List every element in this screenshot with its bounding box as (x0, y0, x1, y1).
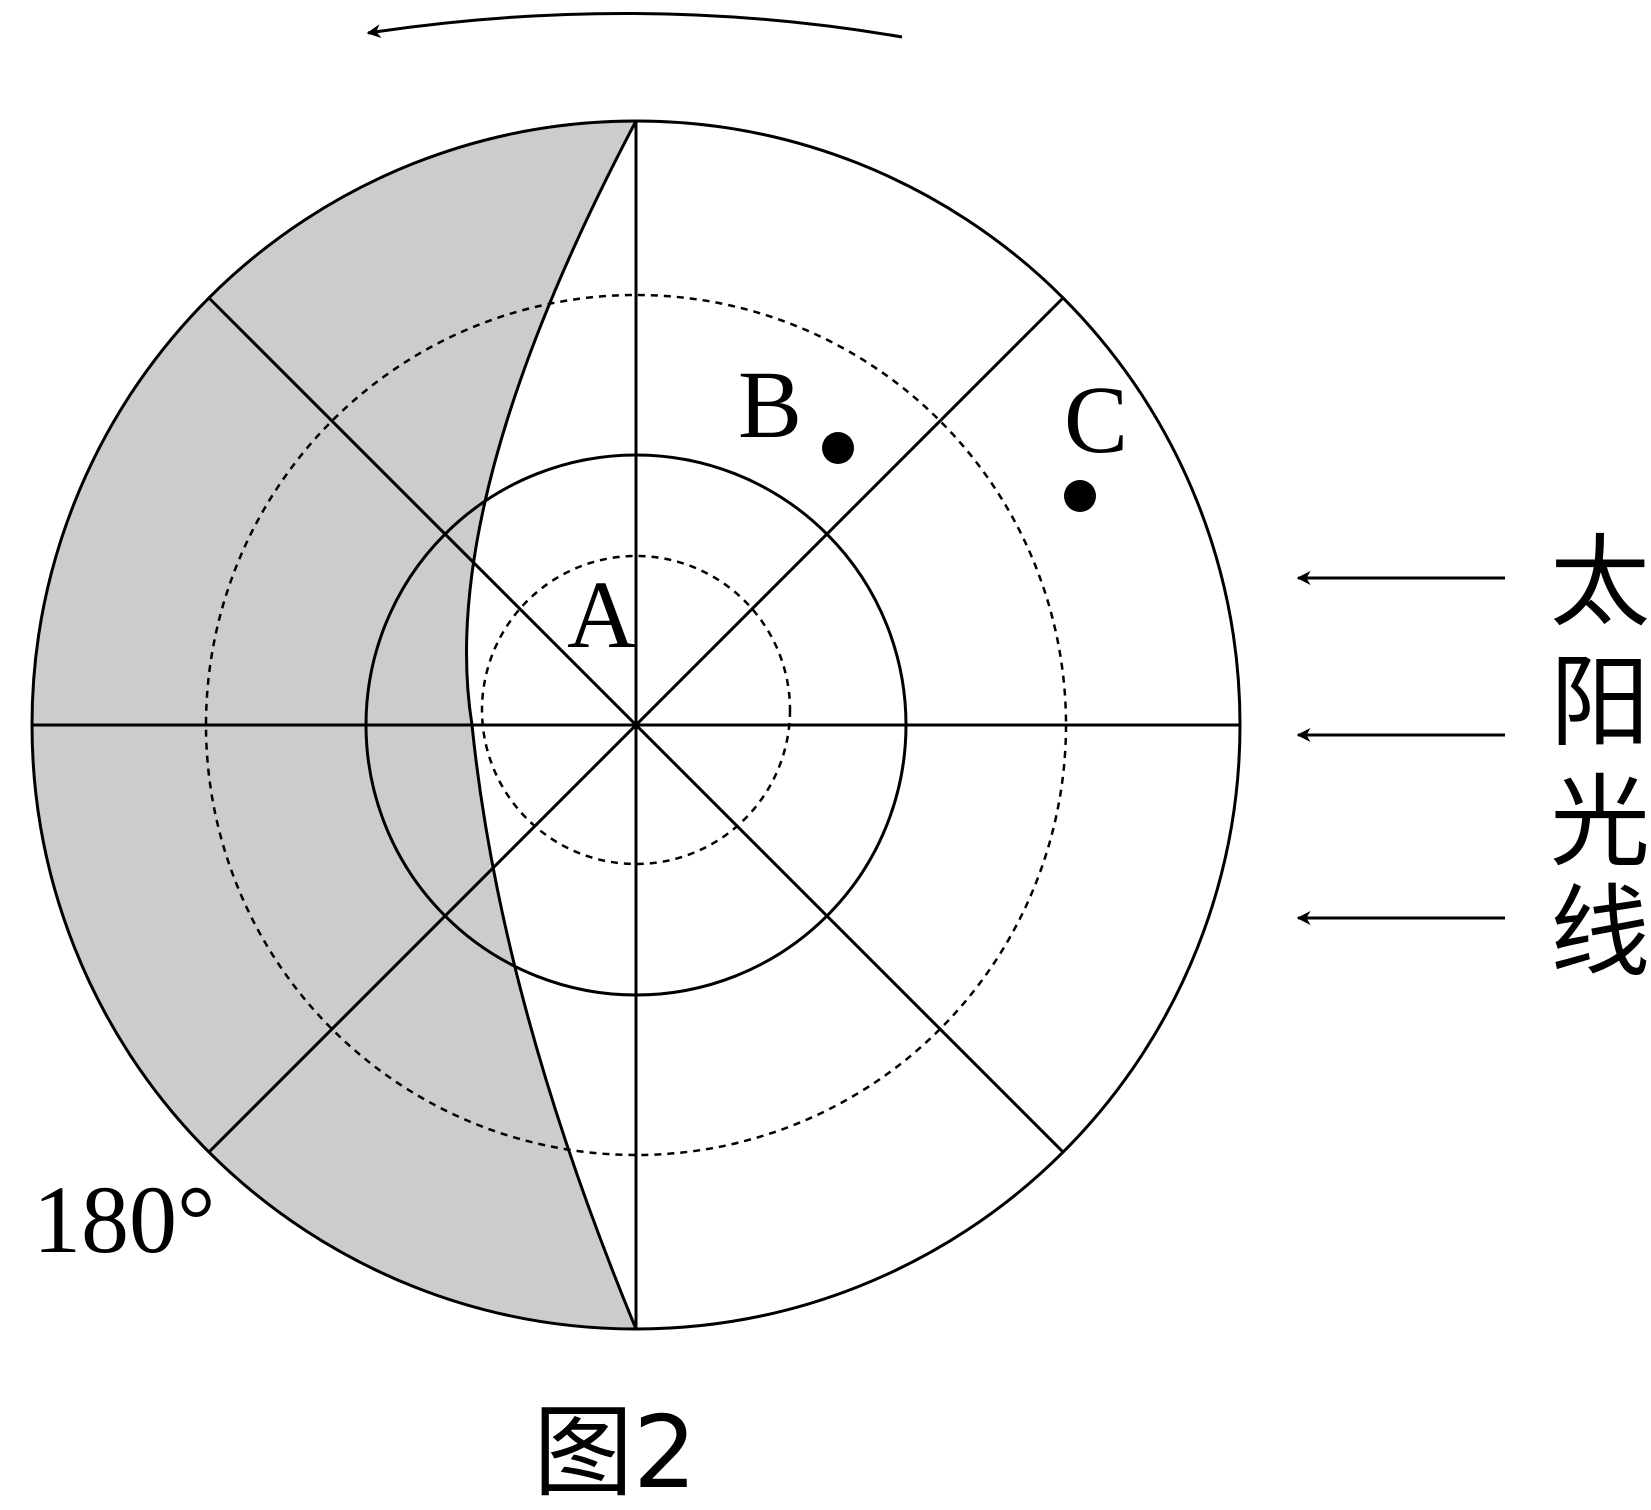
sunlight-label: 太 阳 光 线 (1550, 524, 1650, 991)
sunlight-label-char-1: 太 (1550, 524, 1650, 641)
meridian-180-label: 180° (33, 1166, 215, 1273)
point-b-label: B (738, 351, 802, 458)
meridian-lines (32, 121, 1240, 1329)
sunlight-label-char-2: 阳 (1550, 644, 1650, 761)
sunlight-label-char-3: 光 (1550, 764, 1650, 881)
figure-caption: 图2 (533, 1394, 697, 1510)
point-c-marker (1064, 480, 1096, 512)
terminator-line (465, 120, 638, 1330)
outer-boundary-circle (30, 119, 1242, 1331)
sunlight-label-char-4: 线 (1550, 874, 1650, 991)
point-b-marker (822, 432, 854, 464)
point-c-label: C (1064, 366, 1128, 473)
point-a-label: A (567, 561, 636, 668)
meridian-diagonal-ne-sw (207, 296, 1065, 1154)
inner-dashed-latitude-circle (480, 554, 792, 866)
sunlight-arrows (1296, 571, 1505, 925)
rotation-direction-arrow (366, 11, 903, 39)
